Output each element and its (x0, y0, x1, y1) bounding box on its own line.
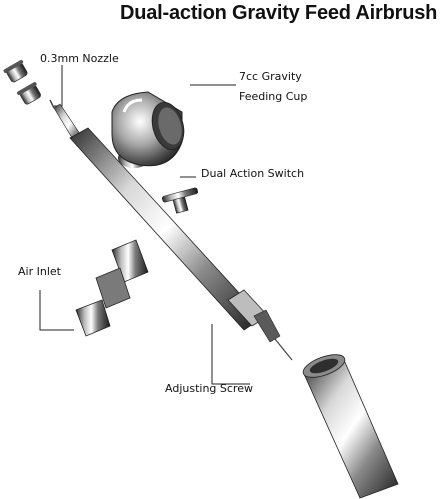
label-switch: Dual Action Switch (201, 167, 305, 180)
screw-leader (211, 324, 250, 385)
page-title: Dual-action Gravity Feed Airbrush (120, 2, 438, 24)
nozzle-leader (54, 65, 63, 107)
label-cup-line2: Feeding Cup (239, 90, 308, 103)
label-cup-line1: 7cc Gravity (239, 70, 302, 83)
air-inlet-valve (75, 239, 149, 337)
airbrush-body (49, 99, 293, 361)
label-nozzle: 0.3mm Nozzle (40, 52, 119, 65)
dual-action-trigger (161, 187, 199, 214)
inlet-leader (39, 290, 74, 331)
nozzle-cap-parts (3, 59, 41, 105)
label-screw: Adjusting Screw (165, 382, 253, 395)
gravity-feed-cup (111, 91, 185, 168)
rear-handle (302, 354, 399, 499)
label-inlet: Air Inlet (18, 265, 61, 278)
